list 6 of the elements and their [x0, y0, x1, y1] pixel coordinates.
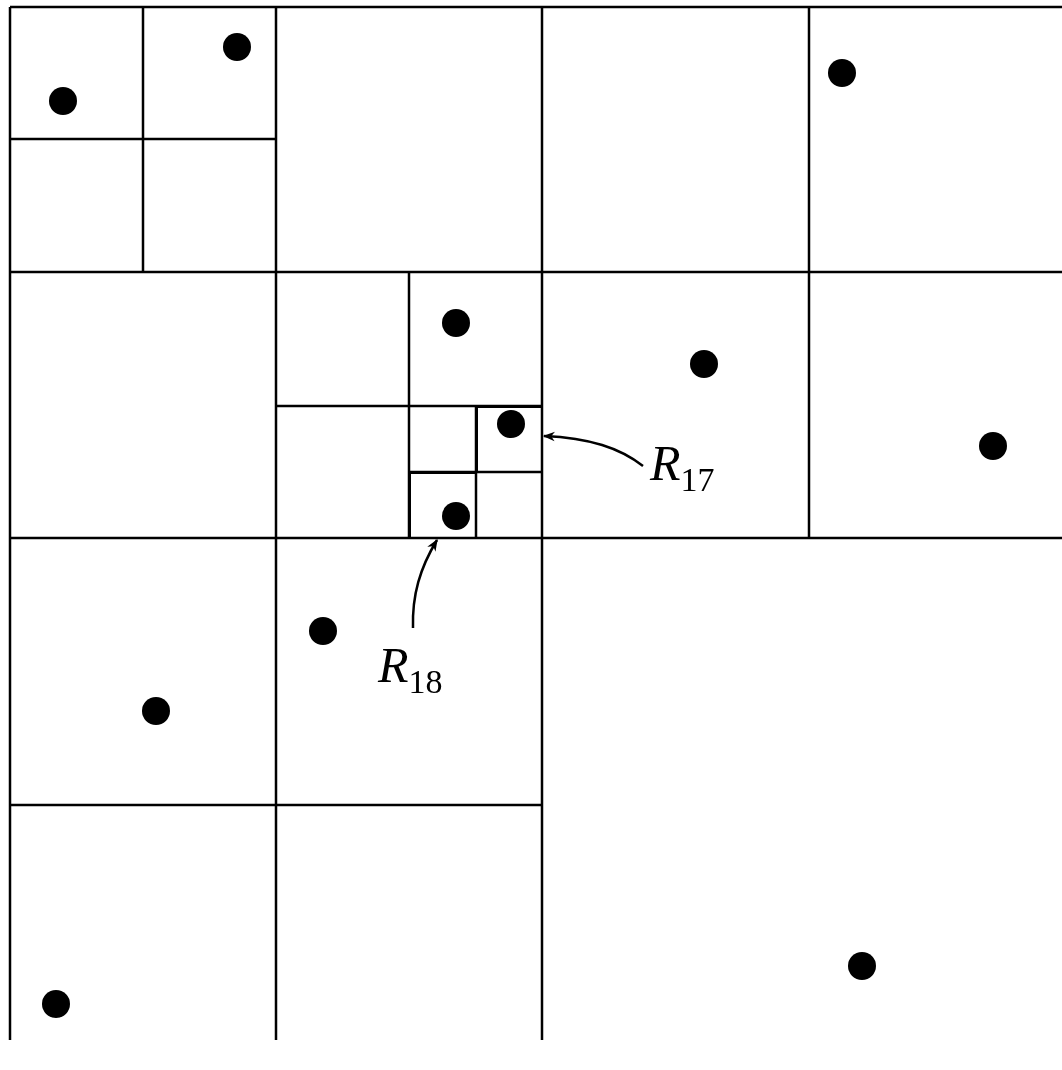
region-label: R$_{18}$ [378, 640, 443, 699]
grid-cell [476, 406, 543, 473]
grid-cell [409, 472, 477, 539]
region-label: R$_{17}$ [650, 438, 715, 497]
leader-line [542, 431, 644, 467]
leader-line [411, 538, 439, 628]
